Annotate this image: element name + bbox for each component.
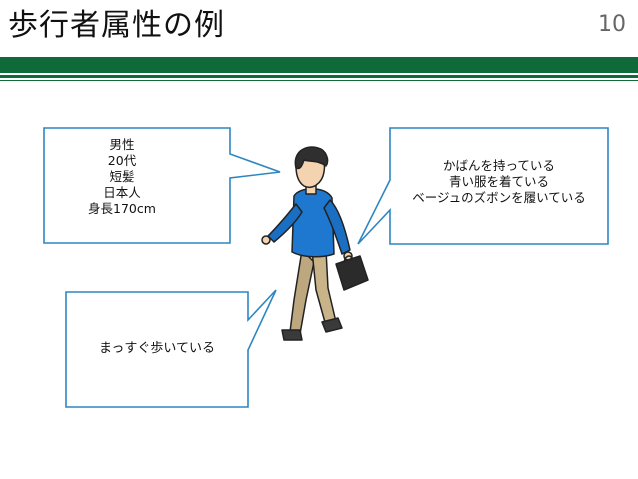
attribute-height: 身長170cm [88,201,156,216]
callout-bottom-text: まっすぐ歩いている [66,341,248,357]
callout-left-bubble [43,127,281,244]
pedestrian-figure [261,146,369,341]
attribute-pants: ベージュのズボンを履いている [412,190,586,205]
callout-left-text: 男性 20代 短髪 日本人 身長170cm [44,137,200,217]
callout-bottom-bubble [65,289,277,408]
attribute-hair: 短髪 [109,169,135,184]
attribute-clothes: 青い服を着ている [448,174,549,189]
page-number: 10 [598,12,626,37]
callout-right-text: かばんを持っている 青い服を着ている ベージュのズボンを履いている [390,158,608,206]
slide-title: 歩行者属性の例 [8,8,225,43]
header-rule-thin [0,80,638,81]
attribute-bag: かばんを持っている [443,158,555,173]
attribute-motion: まっすぐ歩いている [98,341,216,356]
attribute-nationality: 日本人 [103,185,141,200]
attribute-gender: 男性 [109,137,135,152]
header-band [0,57,638,73]
callout-right-bubble [357,127,609,245]
header-rule [0,75,638,78]
attribute-age: 20代 [107,153,137,168]
